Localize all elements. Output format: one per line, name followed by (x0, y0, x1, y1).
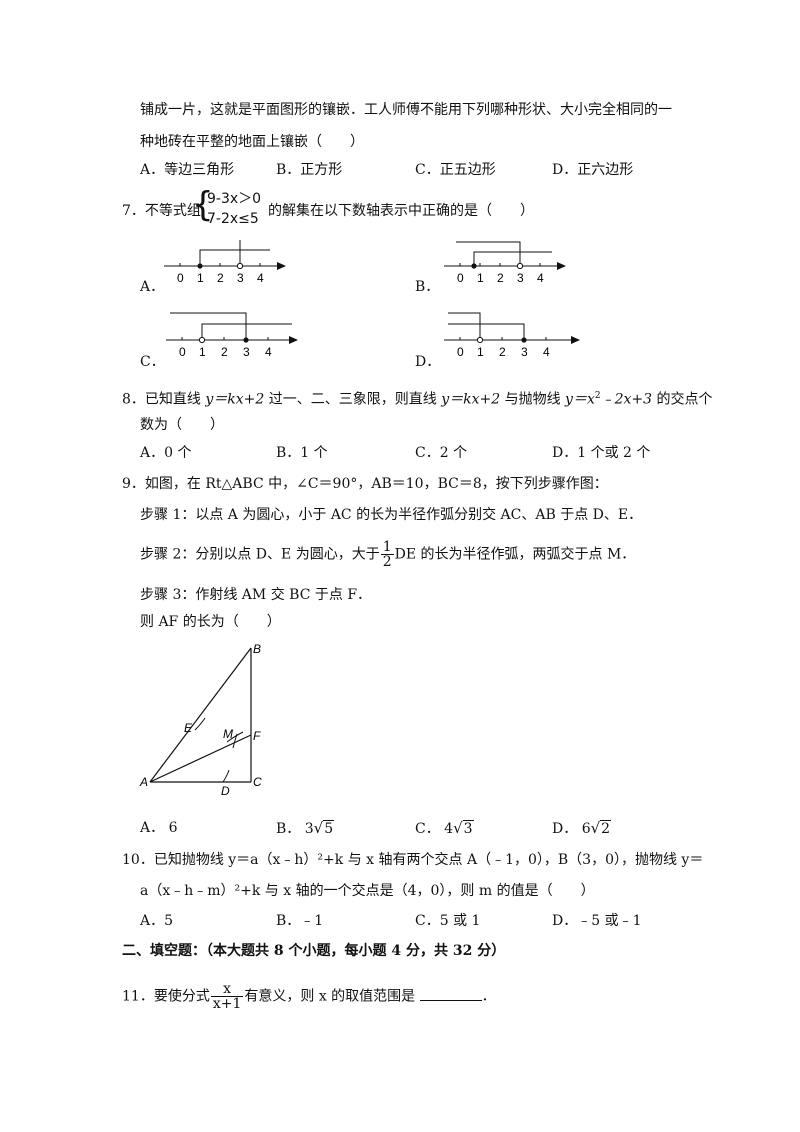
number-line-a: 0 1 2 3 4 (164, 240, 286, 285)
tick-label: 2 (499, 345, 506, 359)
point-label-f: F (253, 729, 261, 743)
q8-option-b[interactable]: B．1 个 (276, 445, 328, 461)
q10-option-c[interactable]: C．5 或 1 (415, 913, 481, 929)
tick-label: 4 (537, 271, 544, 285)
q7-prefix: 7．不等式组 (122, 203, 201, 219)
q6-option-b[interactable]: B．正方形 (276, 162, 343, 178)
q6-option-c[interactable]: C．正五边形 (415, 162, 496, 178)
q6-option-d[interactable]: D．正六边形 (552, 162, 634, 178)
q9-option-c[interactable]: C． 4√3 (415, 819, 474, 837)
q10-line2: a（x﹣h﹣m）²+k 与 x 轴的一个交点是（4，0），则 m 的值是（ ） (140, 883, 595, 899)
q10-option-d[interactable]: D．﹣5 或﹣1 (552, 913, 642, 929)
q7-suffix: 的解集在以下数轴表示中正确的是（ ） (268, 203, 534, 219)
q7-option-d-label[interactable]: D． (415, 354, 441, 370)
q8-line2: 数为（ ） (140, 417, 224, 433)
q7-option-a-label[interactable]: A． (140, 279, 165, 295)
q6-line1: 铺成一片，这就是平面图形的镶嵌．工人师傅不能用下列哪种形状、大小完全相同的一 (140, 102, 672, 118)
tick-label: 1 (477, 271, 484, 285)
tick-label: 2 (497, 271, 504, 285)
number-line-b: 0 1 2 3 4 (444, 241, 566, 285)
tick-label: 0 (457, 345, 464, 359)
tick-label: 0 (177, 271, 184, 285)
q8-option-d[interactable]: D．1 个或 2 个 (552, 445, 651, 461)
q8-option-c[interactable]: C．2 个 (415, 445, 468, 461)
tick-label: 0 (457, 271, 464, 285)
q6-option-a[interactable]: A．等边三角形 (140, 162, 235, 178)
tick-label: 2 (221, 345, 228, 359)
triangle-figure: B E M F A D C (139, 642, 262, 798)
tick-label: 1 (477, 345, 484, 359)
q10-option-b[interactable]: B．﹣1 (276, 913, 324, 929)
tick-label: 4 (265, 345, 272, 359)
tick-label: 1 (199, 345, 206, 359)
tick-label: 3 (517, 271, 524, 285)
point-label-c: C (253, 775, 262, 789)
section-heading: 二、填空题：（本大题共 8 个小题，每小题 4 分，共 32 分） (122, 943, 506, 959)
tick-label: 4 (257, 271, 264, 285)
point-label-b: B (253, 642, 261, 656)
q9-step1: 步骤 1：以点 A 为圆心，小于 AC 的长为半径作弧分别交 AC、AB 于点 … (140, 507, 643, 523)
q10-option-a[interactable]: A．5 (140, 913, 174, 929)
point-label-e: E (184, 721, 193, 735)
number-line-d: 0 1 2 3 4 (444, 312, 580, 359)
q9-line1: 9．如图，在 Rt△ABC 中，∠C＝90°，AB＝10，BC＝8，按下列步骤作… (122, 476, 608, 492)
brace-icon: { (192, 185, 214, 225)
q9-option-d[interactable]: D． 6√2 (552, 819, 612, 837)
q9-ask: 则 AF 的长为（ ） (140, 614, 281, 630)
q8-option-a[interactable]: A．0 个 (140, 445, 192, 461)
tick-label: 1 (197, 271, 204, 285)
q9-option-b[interactable]: B． 3√5 (276, 819, 335, 837)
q7-inequality-2: 7-2x≤5 (207, 211, 259, 227)
point-label-d: D (221, 784, 230, 798)
q7-option-c-label[interactable]: C． (140, 354, 165, 370)
tick-label: 0 (179, 345, 186, 359)
q7-option-b-label[interactable]: B． (415, 279, 440, 295)
tick-label: 3 (521, 345, 528, 359)
point-label-m: M (223, 727, 233, 741)
q7-inequality-1: 9-3x＞0 (207, 191, 262, 207)
answer-blank[interactable] (419, 986, 482, 1001)
q9-step3: 步骤 3：作射线 AM 交 BC 于点 F． (140, 587, 372, 603)
q8-line1: 8．已知直线 y＝kx+2 过一、二、三象限，则直线 y＝kx+2 与抛物线 y… (122, 391, 713, 408)
q10-line1: 10．已知抛物线 y＝a（x﹣h）²+k 与 x 轴有两个交点 A（﹣1，0），… (122, 852, 704, 868)
q6-line2: 种地砖在平整的地面上镶嵌（ ） (140, 134, 364, 150)
tick-label: 3 (237, 271, 244, 285)
tick-label: 4 (543, 345, 550, 359)
point-label-a: A (139, 775, 148, 789)
tick-label: 3 (243, 345, 250, 359)
q9-option-a[interactable]: A． 6 (140, 820, 178, 836)
tick-label: 2 (217, 271, 224, 285)
number-line-c: 0 1 2 3 4 (166, 312, 298, 359)
